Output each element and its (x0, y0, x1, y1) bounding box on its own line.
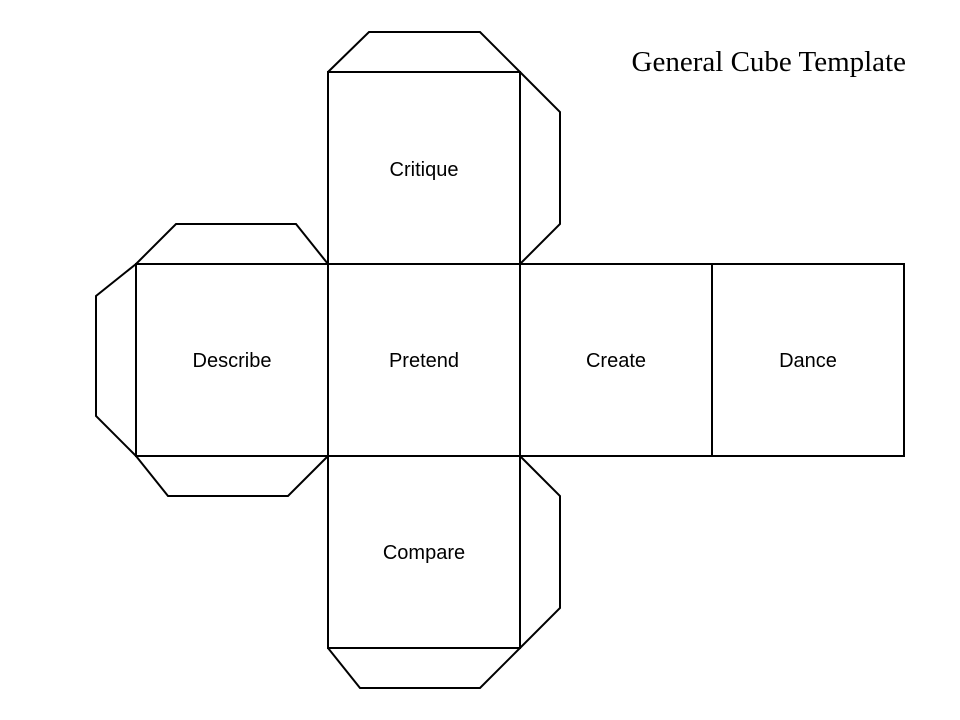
flap-left-bottom (135, 455, 329, 497)
face-far-right (711, 263, 905, 457)
flap-top-top (327, 31, 521, 73)
flap-top-right (519, 71, 561, 265)
face-label-center: Pretend (389, 350, 459, 372)
flap-bottom-bottom (327, 647, 521, 689)
face-label-right: Create (586, 350, 646, 372)
flap-bottom-right (519, 455, 561, 649)
flap-left-top (135, 223, 329, 265)
face-label-left: Describe (193, 350, 272, 372)
face-label-top: Critique (390, 159, 459, 181)
face-label-far-right: Dance (779, 350, 837, 372)
page-title: General Cube Template (631, 46, 906, 78)
face-bottom (327, 455, 521, 649)
face-label-bottom: Compare (383, 542, 465, 564)
flap-left-left (95, 263, 137, 457)
